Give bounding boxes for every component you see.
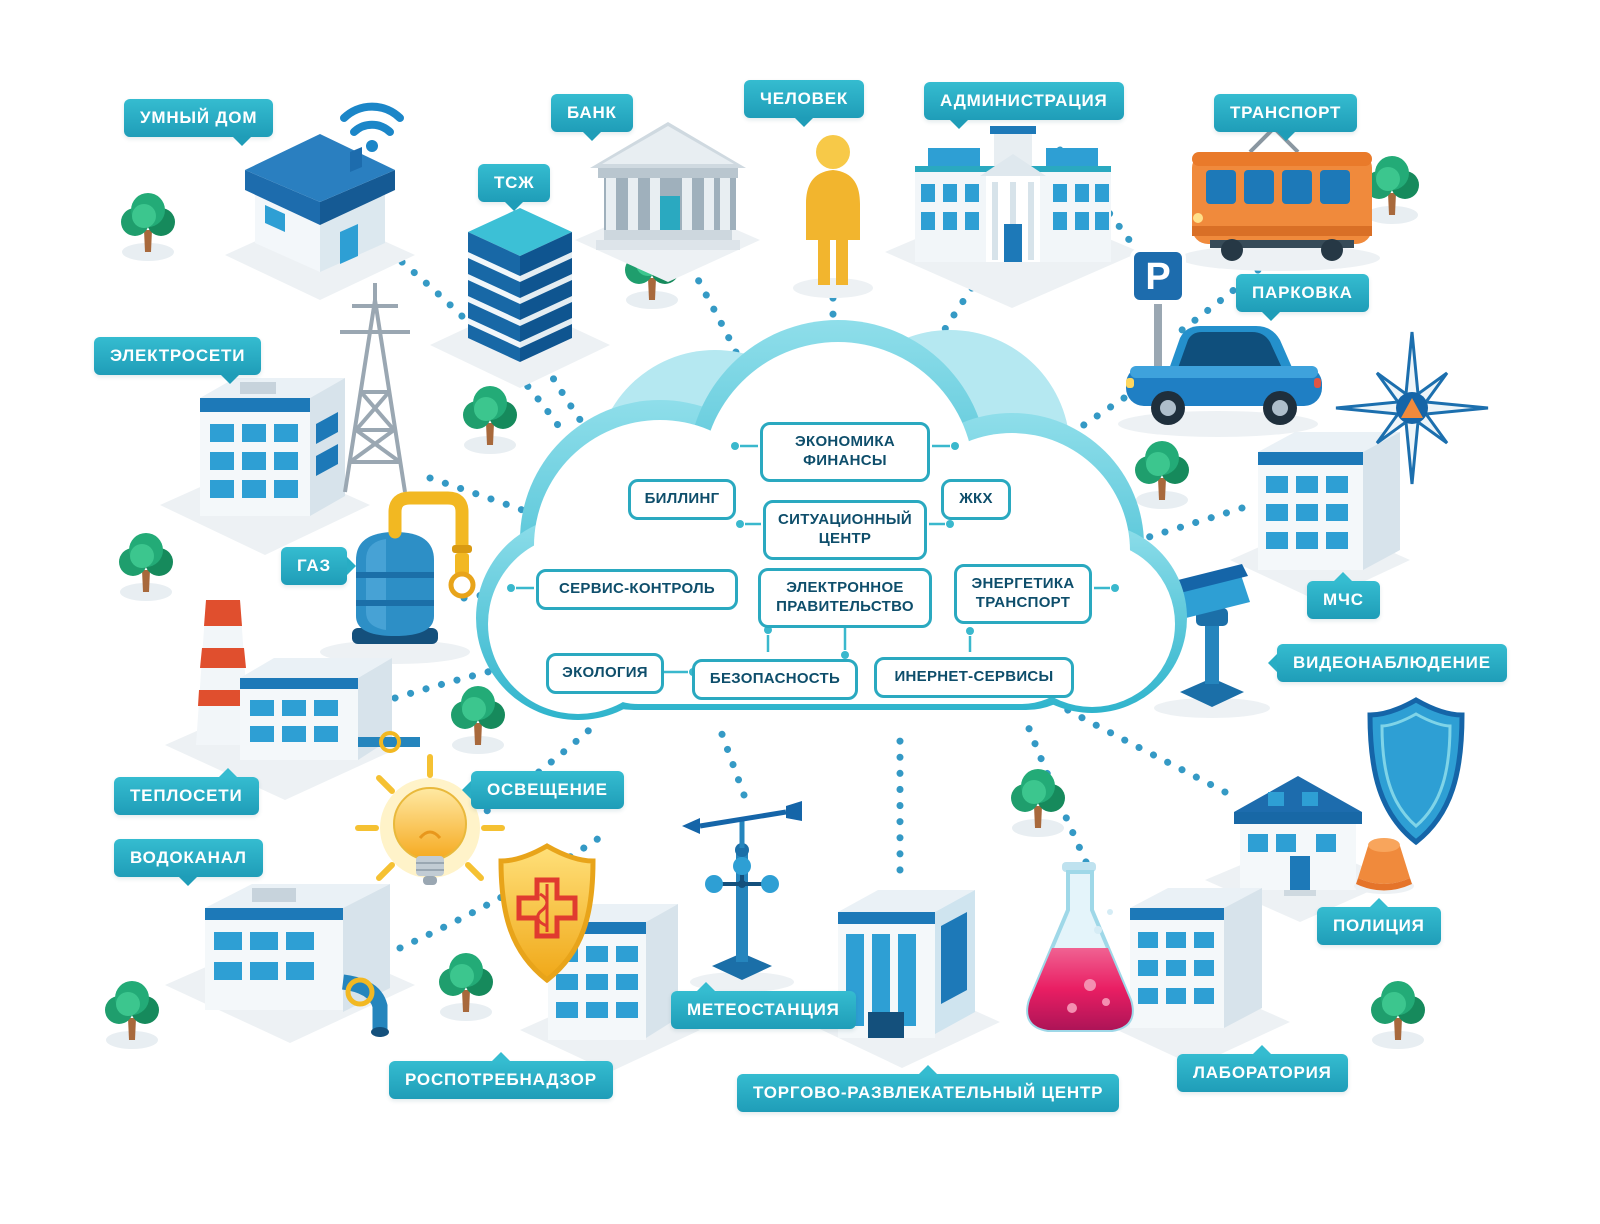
label-administration: АДМИНИСТРАЦИЯ bbox=[924, 82, 1124, 129]
tree bbox=[105, 981, 159, 1049]
mchs-star-icon bbox=[1335, 331, 1489, 485]
tree bbox=[1135, 441, 1189, 509]
mall-building-illustration bbox=[805, 890, 1000, 1068]
cloud-node-zhkh: ЖКХ bbox=[941, 479, 1011, 520]
cloud-node-service-control: СЕРВИС-КОНТРОЛЬ bbox=[536, 569, 738, 610]
label-bank: БАНК bbox=[551, 94, 633, 141]
label-police: ПОЛИЦИЯ bbox=[1317, 898, 1441, 945]
tsj-building-illustration bbox=[430, 208, 610, 388]
wifi-icon bbox=[340, 102, 404, 152]
tree bbox=[1371, 981, 1425, 1049]
label-smart-home: УМНЫЙ ДОМ bbox=[124, 99, 274, 146]
vodokanal-building-illustration bbox=[165, 884, 415, 1043]
power-tower-illustration bbox=[340, 283, 410, 493]
label-transport: ТРАНСПОРТ bbox=[1214, 94, 1358, 141]
laboratory-building-illustration bbox=[1100, 888, 1290, 1066]
label-mchs: МЧС bbox=[1307, 572, 1380, 619]
police-shield-icon bbox=[1367, 697, 1465, 846]
administration-building-illustration bbox=[885, 126, 1140, 308]
tree bbox=[119, 533, 173, 601]
electricity-building-illustration bbox=[160, 378, 370, 555]
tree bbox=[1011, 769, 1065, 837]
medical-cross-icon bbox=[516, 877, 578, 939]
label-laboratory: ЛАБОРАТОРИЯ bbox=[1177, 1045, 1348, 1092]
cloud-node-situation-center: СИТУАЦИОННЫЙ ЦЕНТР bbox=[763, 500, 927, 560]
label-weather-station: МЕТЕОСТАНЦИЯ bbox=[671, 982, 856, 1029]
cloud-node-internet-services: ИНЕРНЕТ-СЕРВИСЫ bbox=[874, 657, 1074, 698]
cloud-node-security: БЕЗОПАСНОСТЬ bbox=[692, 659, 858, 700]
tree bbox=[463, 386, 517, 454]
weather-station-illustration bbox=[682, 801, 802, 992]
person-illustration bbox=[793, 135, 873, 298]
light-bulb-illustration bbox=[355, 754, 505, 885]
label-mall: ТОРГОВО-РАЗВЛЕКАТЕЛЬНЫЙ ЦЕНТР bbox=[737, 1065, 1120, 1112]
tree bbox=[451, 686, 505, 754]
mchs-building-illustration bbox=[1230, 432, 1410, 602]
label-tsj: ТСЖ bbox=[478, 164, 551, 211]
tree bbox=[121, 193, 175, 261]
medical-shield-icon bbox=[498, 843, 596, 984]
label-heating: ТЕПЛОСЕТИ bbox=[114, 768, 259, 815]
tree bbox=[439, 953, 493, 1021]
cloud-node-billing: БИЛЛИНГ bbox=[628, 479, 736, 520]
tree bbox=[1365, 156, 1419, 224]
label-rospotrebnadzor: РОСПОТРЕБНАДЗОР bbox=[389, 1052, 613, 1099]
label-parking: ПАРКОВКА bbox=[1236, 274, 1369, 321]
laboratory-flask-illustration bbox=[1026, 862, 1134, 1032]
label-gas: ГАЗ bbox=[281, 547, 356, 585]
cloud-node-ecology: ЭКОЛОГИЯ bbox=[546, 653, 664, 694]
label-electricity: ЭЛЕКТРОСЕТИ bbox=[94, 337, 262, 384]
bank-building-illustration bbox=[575, 122, 760, 282]
police-siren-illustration bbox=[1354, 838, 1414, 894]
label-cctv: ВИДЕОНАБЛЮДЕНИЕ bbox=[1268, 644, 1507, 682]
smart-home-illustration bbox=[225, 102, 415, 300]
cloud-node-economics: ЭКОНОМИКА ФИНАНСЫ bbox=[760, 422, 930, 482]
parking-illustration: P bbox=[1118, 248, 1322, 437]
cloud-node-e-government: ЭЛЕКТРОННОЕ ПРАВИТЕЛЬСТВО bbox=[758, 568, 932, 628]
cloud-node-energy-transport: ЭНЕРГЕТИКА ТРАНСПОРТ bbox=[954, 564, 1092, 624]
label-lighting: ОСВЕЩЕНИЕ bbox=[462, 771, 624, 809]
parking-sign-letter: P bbox=[1145, 256, 1170, 298]
tram-illustration bbox=[1180, 125, 1380, 271]
label-person: ЧЕЛОВЕК bbox=[744, 80, 865, 127]
caduceus-icon bbox=[536, 884, 549, 932]
heating-plant-illustration bbox=[165, 600, 420, 800]
parking-sign-icon bbox=[1130, 248, 1186, 304]
police-station-illustration bbox=[1205, 776, 1395, 922]
label-water: ВОДОКАНАЛ bbox=[114, 839, 263, 886]
